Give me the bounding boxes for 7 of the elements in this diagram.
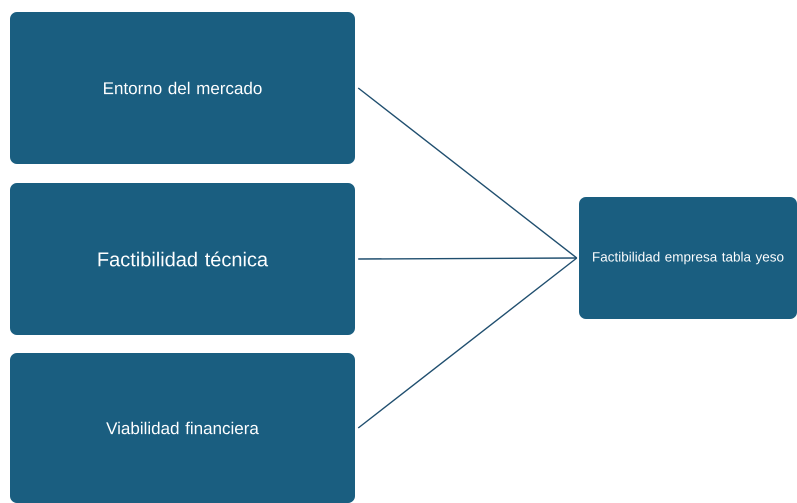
process-box: Factibilidad técnica [10, 183, 355, 335]
process-box: Viabilidad financiera [10, 353, 355, 503]
process-box: Entorno del mercado [10, 12, 355, 164]
connector-line [358, 87, 578, 259]
connector-line [358, 257, 578, 429]
connector-line [358, 257, 577, 260]
process-box: Factibilidad empresa tabla yeso [579, 197, 797, 319]
